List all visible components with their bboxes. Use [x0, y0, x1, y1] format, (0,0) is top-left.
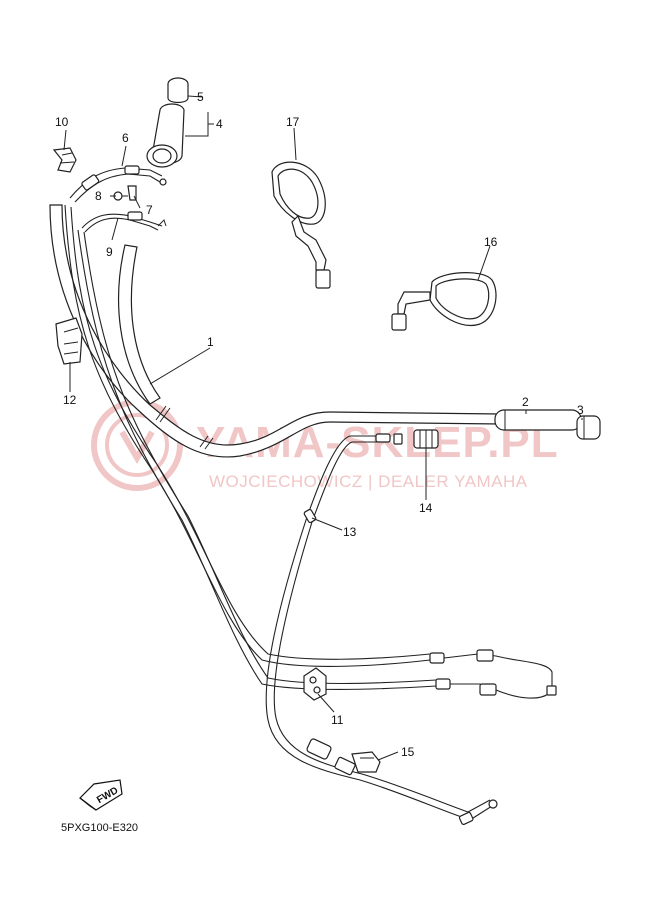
callout-11: 11	[331, 713, 344, 727]
leader-lines	[63, 127, 583, 761]
callout-1: 1	[207, 335, 214, 349]
callout-7: 7	[146, 203, 153, 217]
callout-2: 2	[522, 395, 529, 409]
watermark-subtitle: WOJCIECHOWICZ | DEALER YAMAHA	[209, 472, 528, 491]
throttle-cable-upper	[69, 165, 167, 203]
callout-8: 8	[95, 189, 102, 203]
callout-16: 16	[484, 235, 498, 249]
callout-14: 14	[419, 501, 433, 515]
callout-17: 17	[286, 115, 300, 129]
throttle-cables-long	[64, 204, 557, 699]
cable-clamp-left	[55, 317, 83, 365]
callout-13: 13	[343, 525, 357, 539]
cable-clip	[351, 751, 381, 773]
callout-15: 15	[401, 745, 415, 759]
throttle-collar	[167, 77, 189, 104]
callout-12: 12	[63, 393, 77, 407]
callouts: 1 2 3 4 5 6 7 8 9 10 11 12 13 14 15 16 1…	[55, 90, 584, 759]
callout-4: 4	[216, 117, 223, 131]
diagram-code: 5PXG100-E320	[61, 822, 138, 834]
cable-adjuster	[393, 429, 439, 449]
callout-5: 5	[197, 90, 204, 104]
cable-guide	[303, 667, 327, 701]
callout-3: 3	[577, 403, 584, 417]
bar-end-weight	[576, 415, 601, 440]
watermark-logo-icon	[91, 399, 183, 491]
callout-6: 6	[122, 131, 129, 145]
throttle-grip	[146, 103, 185, 168]
handlebar	[49, 204, 501, 458]
throttle-cable-lower	[81, 211, 167, 233]
callout-10: 10	[55, 115, 69, 129]
callout-9: 9	[106, 245, 113, 259]
cable-clamp-upper	[52, 147, 77, 173]
clutch-cable	[265, 433, 498, 826]
forward-arrow-icon: FWD	[79, 779, 123, 811]
mirror-right	[391, 272, 497, 331]
handlebar-grip	[494, 409, 582, 431]
mirror-left	[271, 161, 331, 289]
screw	[113, 191, 128, 201]
